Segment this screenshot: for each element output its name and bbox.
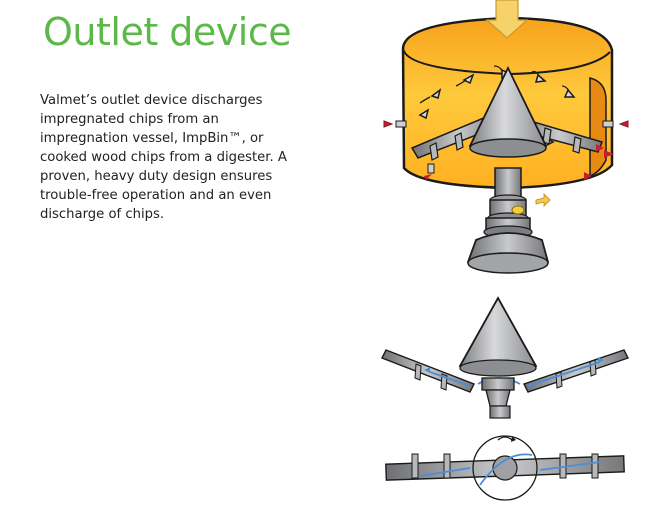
nozzle-arrow-icon [383,120,629,180]
inlet-arrow-icon [485,0,529,39]
outlet-device-side-view [381,296,629,419]
description-paragraph: Valmet’s outlet device discharges impreg… [40,93,287,222]
outlet-device-vessel-cutaway [383,0,629,274]
outlet-device-top-view [385,435,625,501]
page-title: Outlet device [43,10,292,54]
